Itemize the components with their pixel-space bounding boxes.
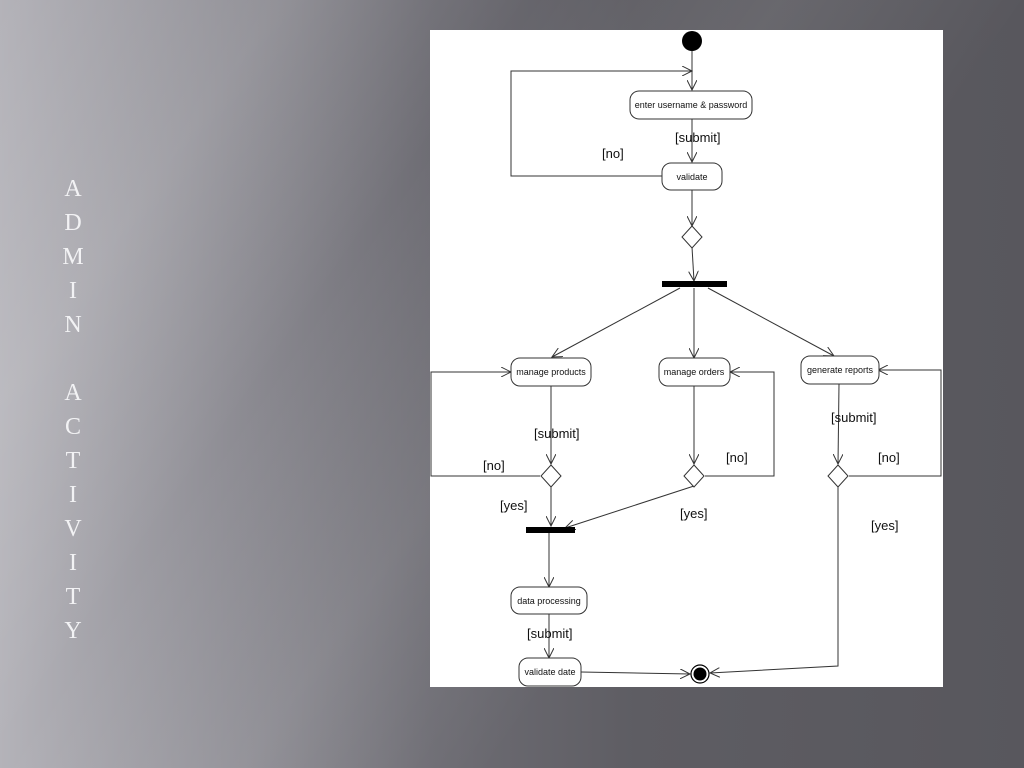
title-letter: T — [65, 448, 81, 474]
edge-fork-products — [552, 287, 681, 357]
action-validate — [661, 162, 723, 191]
edge-orders-yes-join — [565, 485, 695, 528]
title-letter: A — [64, 176, 82, 202]
edge-products-no-loop — [430, 372, 540, 477]
action-manage-products — [510, 357, 592, 387]
guard-no-products: [no] — [483, 458, 505, 473]
title-letter: T — [65, 584, 81, 610]
edge-orders-no-loop — [705, 372, 775, 477]
edge-reports-yes-end — [710, 486, 839, 673]
label-manage-orders: manage orders — [664, 367, 725, 377]
action-enter-credentials — [629, 90, 753, 120]
edge-reports-no-loop — [849, 370, 942, 477]
guard-no-orders: [no] — [726, 450, 748, 465]
edge-validate-no-loop — [510, 71, 692, 177]
label-generate-reports: generate reports — [807, 365, 874, 375]
guard-submit-processing: [submit] — [527, 626, 573, 641]
edge-fork-reports — [707, 287, 834, 356]
title-letter: D — [64, 210, 82, 236]
label-validate-date: validate date — [524, 667, 575, 677]
label-data-processing: data processing — [517, 596, 581, 606]
guard-no-validate: [no] — [602, 146, 624, 161]
title-letter: A — [64, 380, 82, 406]
decision-diamond-orders — [683, 464, 705, 488]
decision-diamond-products — [540, 464, 562, 488]
guard-yes-orders: [yes] — [680, 506, 707, 521]
decision-diamond-validate — [681, 225, 703, 249]
guard-submit-credentials: [submit] — [675, 130, 721, 145]
guard-no-reports: [no] — [878, 450, 900, 465]
guard-submit-products: [submit] — [534, 426, 580, 441]
title-letter: V — [64, 516, 82, 542]
label-enter-credentials: enter username & password — [635, 100, 748, 110]
title-letter: N — [64, 312, 82, 338]
decision-diamond-reports — [827, 464, 849, 488]
edge-decision-fork — [692, 246, 694, 281]
guard-submit-reports: [submit] — [831, 410, 877, 425]
label-validate: validate — [676, 172, 707, 182]
join-bar — [526, 527, 575, 533]
title-letter: M — [62, 244, 84, 270]
action-data-processing — [510, 586, 588, 615]
guard-yes-reports: [yes] — [871, 518, 898, 533]
final-node-dot — [693, 667, 707, 681]
fork-bar — [662, 281, 727, 287]
initial-node — [682, 31, 702, 51]
title-letter: I — [69, 550, 77, 576]
action-validate-date — [518, 657, 582, 687]
diagram-canvas: enter username & password validate manag… — [430, 30, 943, 687]
title-letter: Y — [64, 618, 82, 644]
title-letter: I — [69, 278, 77, 304]
flow-edges — [430, 51, 942, 674]
edge-validatedate-end — [580, 672, 690, 674]
title-letter: C — [64, 414, 81, 440]
activity-diagram: enter username & password validate manag… — [430, 31, 942, 687]
label-manage-products: manage products — [516, 367, 586, 377]
action-manage-orders — [658, 357, 731, 387]
title-letter: I — [69, 482, 77, 508]
action-generate-reports — [800, 355, 880, 385]
edge-reports-decision — [838, 383, 839, 464]
guard-yes-products: [yes] — [500, 498, 527, 513]
